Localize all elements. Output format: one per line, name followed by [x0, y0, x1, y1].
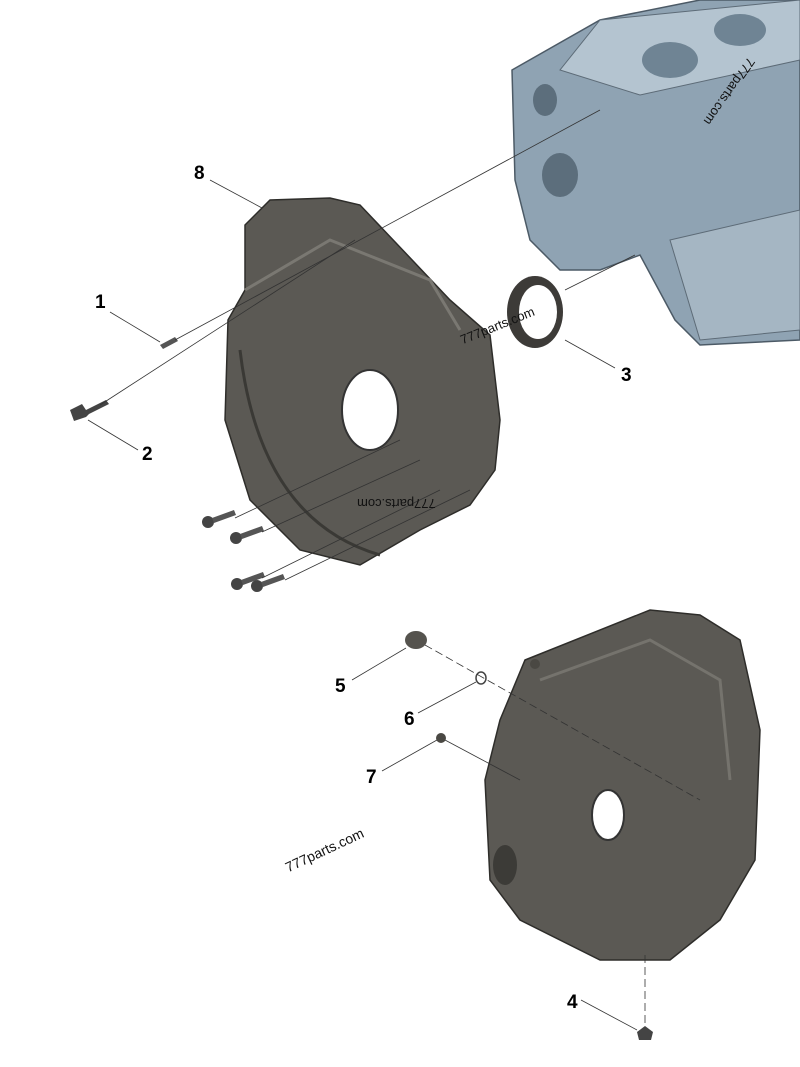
small-parts [70, 337, 653, 1040]
callout-6: 6 [404, 709, 415, 730]
flywheel-housing-lower [484, 609, 761, 961]
callout-1: 1 [95, 292, 106, 313]
leader-lines [87, 109, 701, 1031]
callout-4: 4 [567, 992, 578, 1013]
flywheel-housing-upper [224, 197, 501, 566]
callout-2: 2 [142, 444, 153, 465]
rear-seal-part-3 [507, 276, 563, 348]
watermark: 777parts.com [357, 496, 436, 511]
callout-7: 7 [366, 767, 377, 788]
callout-8: 8 [194, 163, 205, 184]
callout-3: 3 [621, 365, 632, 386]
callout-5: 5 [335, 676, 346, 697]
engine-block [511, 0, 800, 346]
